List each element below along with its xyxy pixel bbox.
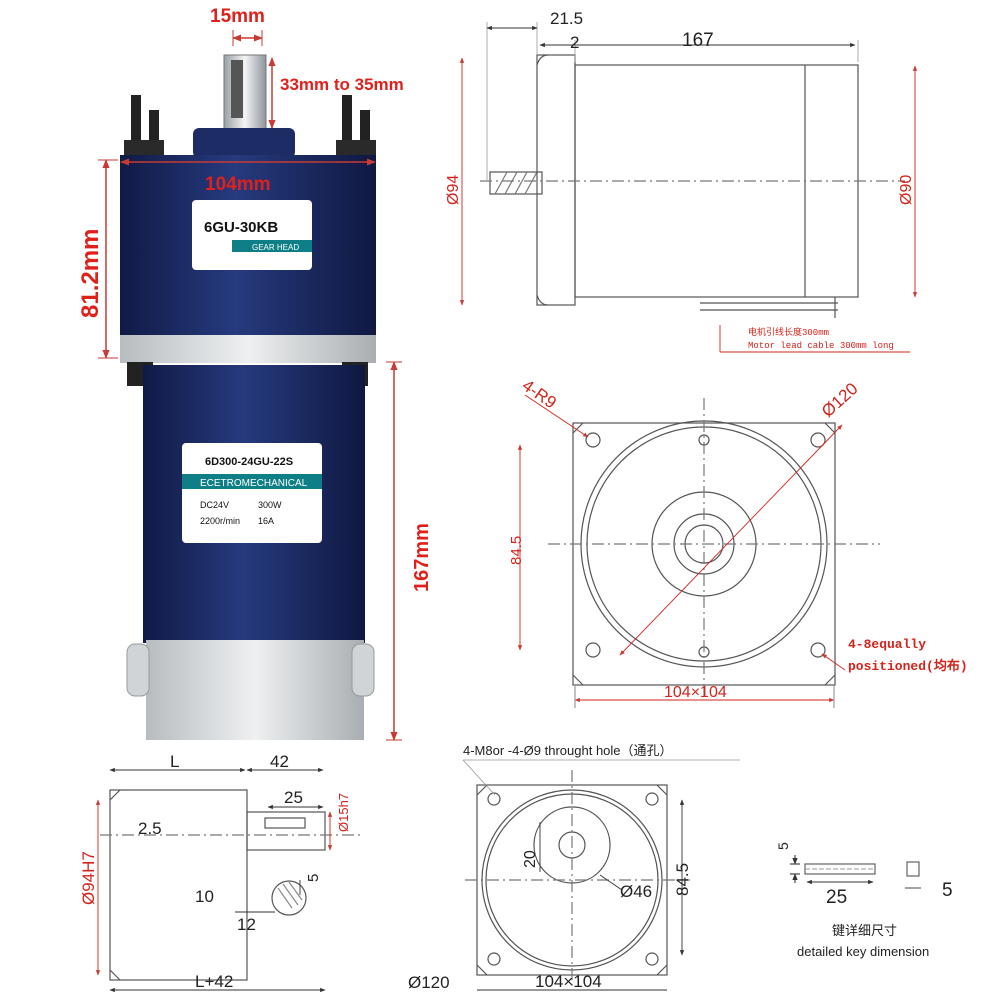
dim-104-gear: 104×104 — [535, 972, 602, 991]
motor-side-view — [459, 22, 918, 353]
dim-2-5: 2.5 — [138, 819, 162, 838]
motor-length-label: 167mm — [411, 523, 433, 592]
motor-end-cap — [146, 640, 364, 740]
motor-model-text: 6D300-24GU-22S — [205, 456, 293, 468]
motor-photo: 6GU-30KB GEAR HEAD 6D300-24GU-22S ECETRO… — [120, 54, 376, 740]
gearhead-model-text: 6GU-30KB — [204, 219, 278, 236]
brush-cap-left — [126, 643, 150, 697]
key-dim-5a: 5 — [775, 842, 791, 850]
dim-21-5: 21.5 — [550, 9, 583, 28]
key-detail — [790, 855, 921, 889]
bolt — [149, 110, 159, 155]
gearhead-strip-text: GEAR HEAD — [252, 243, 299, 252]
holes-note-1: 4-8equally — [848, 637, 926, 652]
r9-label: 4-R9 — [519, 376, 560, 413]
shaft-key — [231, 60, 243, 118]
holes-note-2: positioned(均布) — [848, 658, 968, 674]
dia-120-front: Ø120 — [818, 379, 862, 421]
dim-25-side: 25 — [284, 788, 303, 807]
dim-84-5-gear: 84.5 — [673, 863, 692, 896]
brush-cap-right — [351, 643, 375, 697]
motor-label-strip — [182, 474, 322, 489]
motor-voltage-text: DC24V — [200, 500, 229, 510]
motor-front-view — [517, 394, 880, 708]
dim-L-42: L+42 — [195, 972, 233, 991]
cable-note-cn: 电机引线长度300mm — [748, 326, 829, 338]
dim-10: 10 — [195, 887, 214, 906]
shaft-length-label: 33mm to 35mm — [280, 75, 404, 94]
dim-12: 12 — [237, 915, 256, 934]
dim-84-5-front: 84.5 — [508, 536, 525, 565]
key-dim-5b: 5 — [942, 880, 953, 901]
shaft-boss — [193, 128, 295, 158]
gearhead-label — [192, 200, 312, 270]
bolt — [131, 95, 141, 153]
dim-5-side: 5 — [305, 874, 322, 882]
photo-dimensions: 15mm 33mm to 35mm 104mm 81.2mm 167mm — [77, 6, 433, 741]
cable-note-en: Motor lead cable 300mm long — [748, 341, 894, 351]
bolt — [360, 110, 370, 155]
key-caption-cn: 键详细尺寸 — [832, 923, 897, 938]
dia-94: Ø94 — [445, 175, 462, 205]
gear-side-view — [95, 767, 360, 993]
motor-cable — [700, 297, 838, 318]
motor-power-text: 300W — [258, 500, 282, 510]
output-shaft — [223, 54, 267, 136]
dim-167-side: 167 — [682, 30, 714, 51]
dia-94h7: Ø94H7 — [79, 851, 98, 905]
dim-L: L — [170, 752, 179, 771]
gear-front-title: 4-M8or -4-Ø9 throught hole（通孔） — [463, 743, 673, 758]
gearhead-flange — [120, 335, 376, 363]
dim-2: 2 — [570, 33, 579, 52]
gear-side-body — [109, 789, 248, 981]
gearhead-width-label: 104mm — [205, 174, 271, 195]
mount-hole — [585, 432, 601, 448]
key-dim-25: 25 — [826, 887, 847, 908]
dim-104-front: 104×104 — [664, 684, 727, 701]
motor-current-text: 16A — [258, 516, 274, 526]
bolt — [342, 95, 352, 153]
dia-120-gear: Ø120 — [408, 973, 450, 992]
mount-hole — [585, 642, 601, 658]
key-end — [906, 861, 920, 877]
dia-15h7: Ø15h7 — [336, 793, 351, 832]
motor-label — [182, 443, 322, 543]
gearhead-label-strip — [232, 240, 312, 252]
motor-flange — [536, 54, 576, 306]
nut — [124, 140, 164, 156]
gear-side-shaft — [246, 811, 326, 851]
motor-strip-text: ECETROMECHANICAL — [200, 478, 308, 489]
motor-speed-text: 2200r/min — [200, 516, 240, 526]
dim-20: 20 — [522, 850, 539, 868]
nut — [336, 140, 376, 156]
dia-46: Ø46 — [620, 882, 652, 901]
key-caption-en: detailed key dimension — [797, 944, 929, 959]
gearhead-height-label: 81.2mm — [77, 229, 104, 318]
dim-42: 42 — [270, 752, 289, 771]
dia-90: Ø90 — [898, 175, 915, 205]
gear-front-view — [462, 759, 740, 991]
motor-shaft-hatched — [489, 171, 543, 195]
shaft-width-label: 15mm — [210, 6, 265, 27]
shaft-section — [271, 880, 307, 916]
